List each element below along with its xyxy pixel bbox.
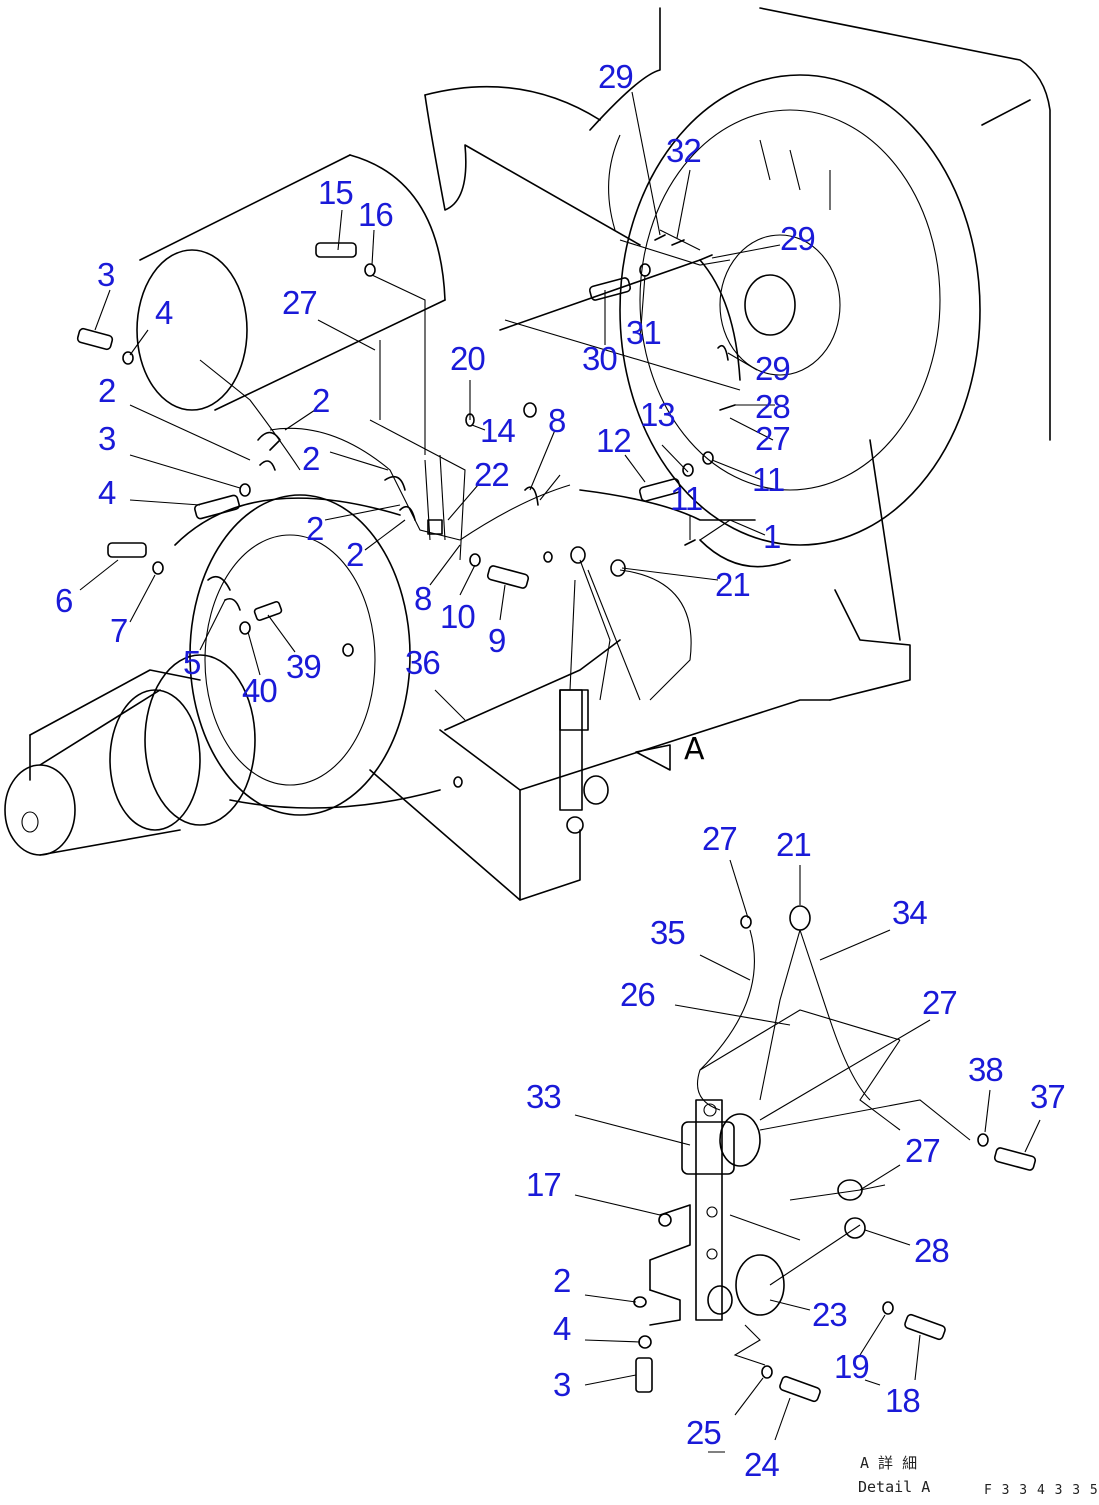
callout-13: 13 (640, 396, 676, 433)
callout-12: 12 (596, 422, 632, 459)
detail-caption-jp: A 詳 細 (860, 1454, 918, 1472)
callout-4: 4 (155, 294, 173, 331)
callout-29: 29 (780, 220, 816, 257)
callout-6: 6 (55, 582, 73, 619)
view-marker-a: A (684, 732, 705, 767)
callout-27: 27 (905, 1132, 941, 1169)
callout-16: 16 (358, 196, 394, 233)
callout-26: 26 (620, 976, 656, 1013)
transmission-housing (174, 85, 831, 901)
callout-31: 31 (626, 314, 662, 351)
callout-22: 22 (474, 456, 510, 493)
callout-2: 2 (306, 510, 324, 547)
callout-33: 33 (526, 1078, 562, 1115)
callout-19: 19 (834, 1348, 870, 1385)
detail-a-assembly (633, 905, 1037, 1453)
callout-10: 10 (440, 598, 476, 635)
callout-24: 24 (744, 1446, 780, 1483)
callout-30: 30 (582, 340, 618, 377)
callout-28: 28 (914, 1232, 950, 1269)
callout-27: 27 (702, 820, 738, 857)
flywheel-housing-outline (589, 7, 1051, 701)
callout-1: 1 (763, 518, 781, 555)
callout-39: 39 (286, 648, 322, 685)
callout-37: 37 (1030, 1078, 1066, 1115)
callout-2: 2 (98, 372, 116, 409)
callout-28: 28 (755, 388, 791, 425)
leader-lines (79, 91, 1041, 1441)
callout-11: 11 (752, 461, 785, 498)
callout-2: 2 (553, 1262, 571, 1299)
flywheel (608, 74, 981, 546)
callout-14: 14 (480, 412, 516, 449)
callout-20: 20 (450, 340, 486, 377)
lever-assembly-main (559, 559, 692, 834)
view-arrow (635, 744, 671, 771)
callout-7: 7 (110, 612, 128, 649)
callout-5: 5 (183, 644, 201, 681)
callout-29: 29 (755, 350, 791, 387)
callout-29: 29 (598, 58, 634, 95)
callout-2: 2 (346, 536, 364, 573)
callout-2: 2 (302, 440, 320, 477)
starter-motor (136, 154, 446, 411)
callout-9: 9 (488, 622, 506, 659)
hardware-parts (76, 234, 736, 788)
callout-38: 38 (968, 1051, 1004, 1088)
callout-15: 15 (318, 174, 354, 211)
callout-25: 25 (686, 1414, 722, 1451)
callout-17: 17 (526, 1166, 562, 1203)
callout-2: 2 (312, 382, 330, 419)
callout-3: 3 (98, 420, 116, 457)
callout-4: 4 (98, 474, 116, 511)
output-flange (4, 494, 441, 856)
callout-4: 4 (553, 1310, 571, 1347)
callout-3: 3 (553, 1366, 571, 1403)
callout-23: 23 (812, 1296, 848, 1333)
callout-18: 18 (885, 1382, 921, 1419)
callout-36: 36 (405, 644, 441, 681)
callout-21: 21 (715, 566, 751, 603)
callout-35: 35 (650, 914, 686, 951)
callout-27: 27 (282, 284, 318, 321)
callout-34: 34 (892, 894, 928, 931)
callout-27: 27 (755, 420, 791, 457)
drawing-number: F 3 3 4 3 3 5 (984, 1483, 1099, 1498)
callout-11: 11 (670, 480, 703, 517)
callout-3: 3 (97, 256, 115, 293)
callout-8: 8 (548, 402, 566, 439)
callout-21: 21 (776, 826, 812, 863)
callout-27: 27 (922, 984, 958, 1021)
callout-8: 8 (414, 580, 432, 617)
callout-32: 32 (666, 132, 702, 169)
detail-caption-en: Detail A (858, 1478, 931, 1496)
callout-40: 40 (242, 672, 278, 709)
